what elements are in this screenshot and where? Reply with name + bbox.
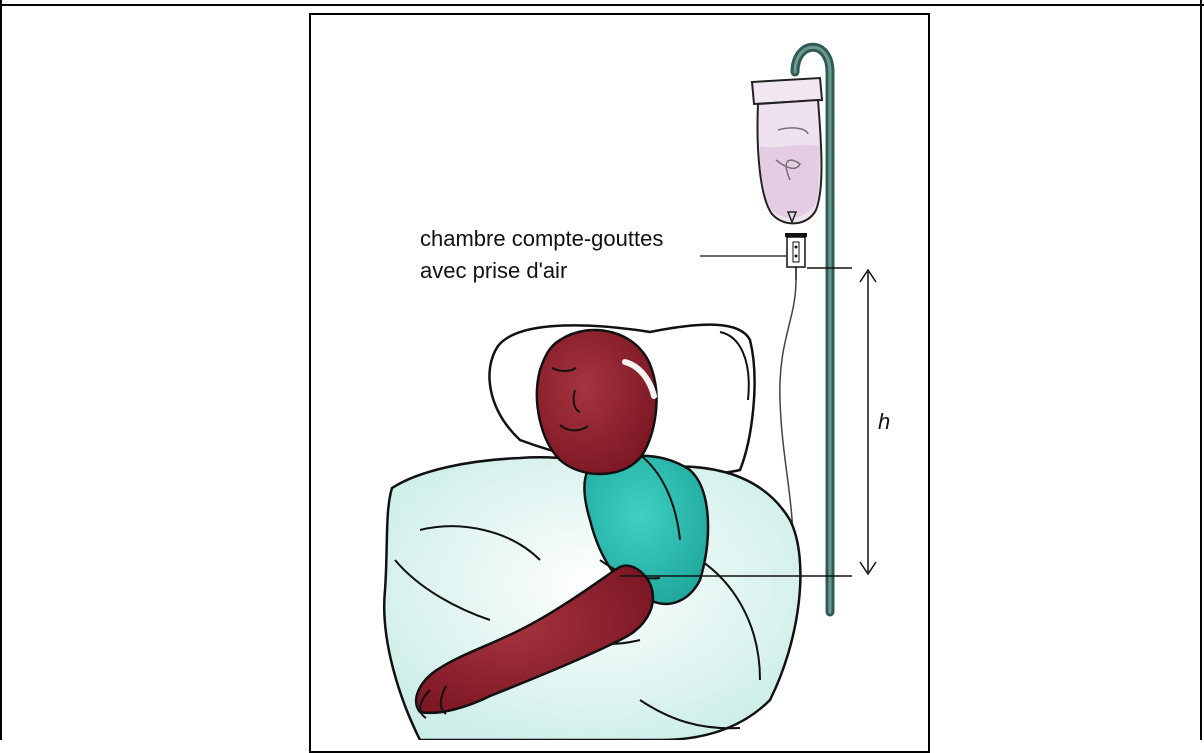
drip-chamber: [785, 233, 807, 280]
patient-head: [537, 330, 657, 474]
height-label: h: [878, 409, 890, 434]
iv-bag: [752, 78, 822, 223]
chamber-label-line1: chambre compte-gouttes: [420, 226, 663, 251]
chamber-label-line2: avec prise d'air: [420, 258, 567, 283]
